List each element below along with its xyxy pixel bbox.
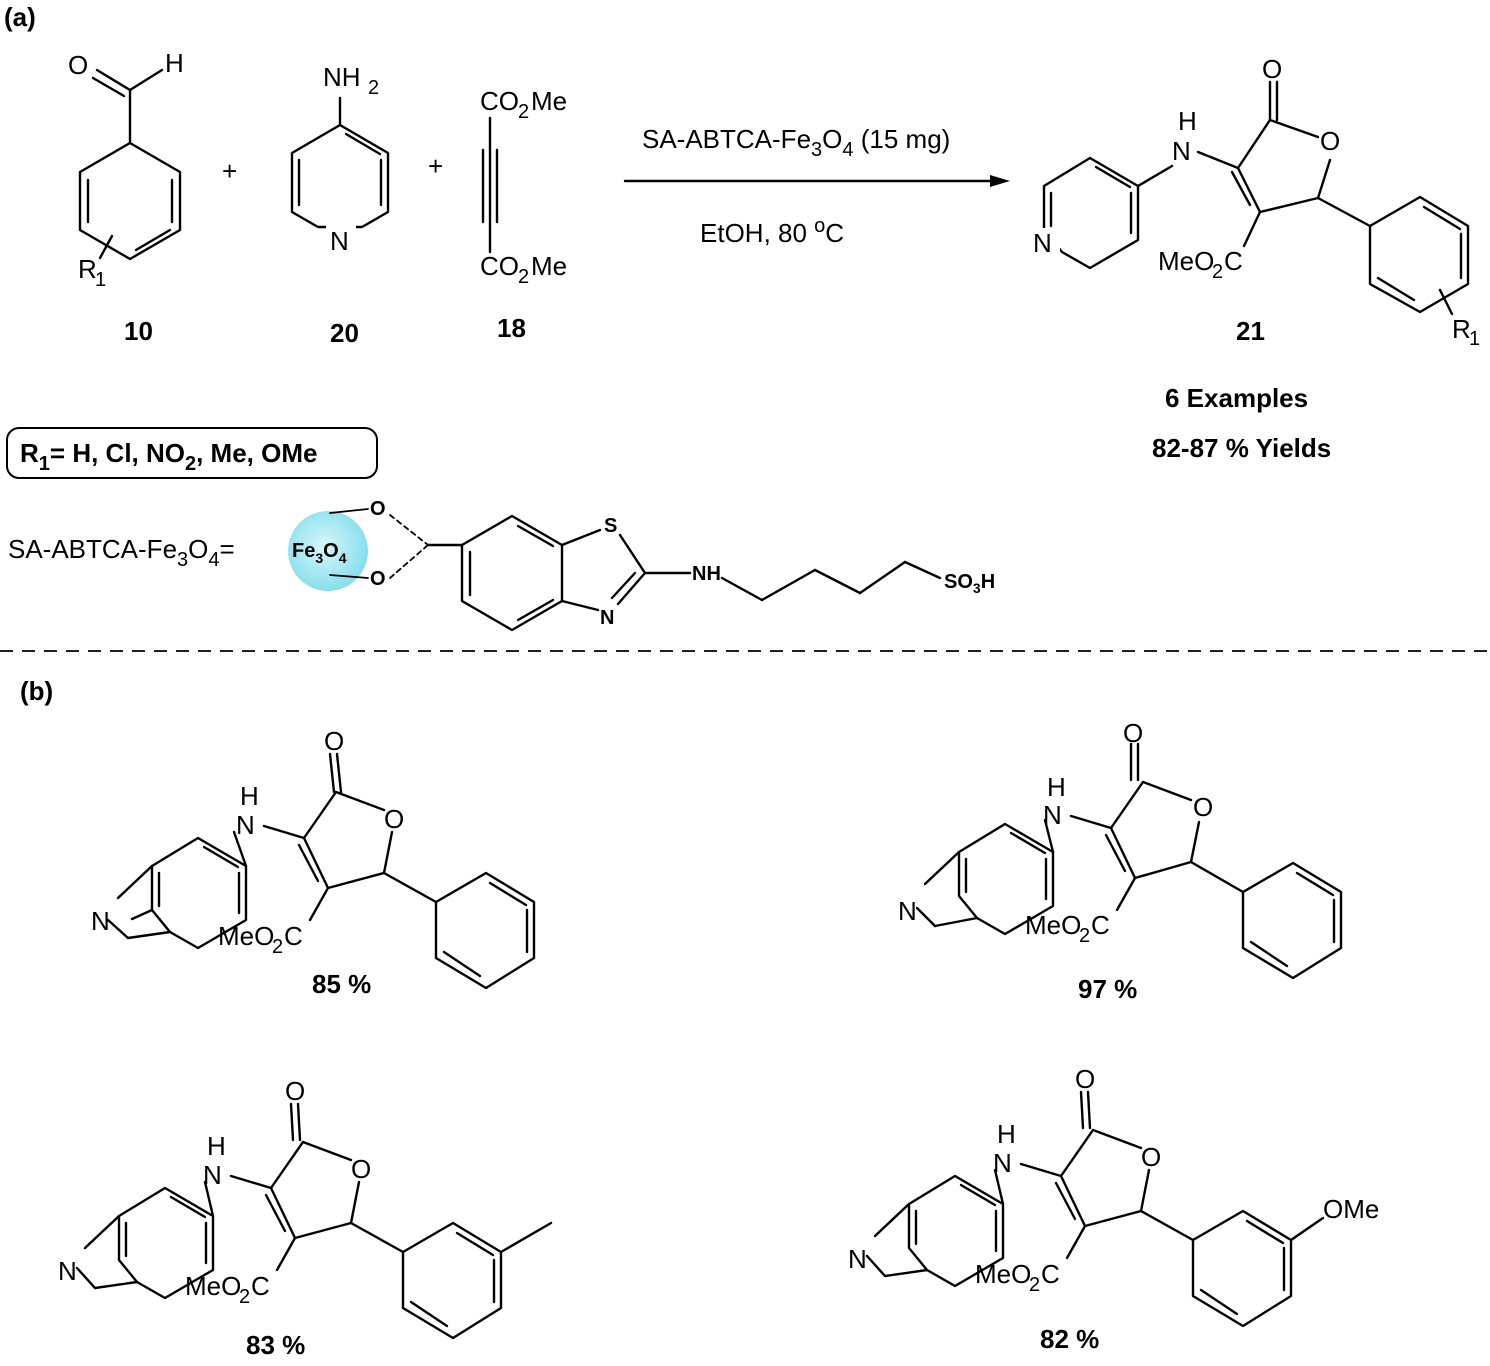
product-3-yield: 83 % [246, 1330, 305, 1360]
svg-text:2: 2 [368, 77, 379, 99]
product-2-structure: N N H O O MeO 2 C [898, 718, 1343, 980]
compound-21-structure: N N H O O MeO 2 C R 1 [1030, 54, 1480, 350]
svg-text:2: 2 [518, 101, 529, 123]
svg-text:C: C [1091, 910, 1110, 940]
product-4-structure: N N H O O MeO 2 C OMe [848, 1064, 1379, 1328]
svg-text:MeO: MeO [975, 1259, 1031, 1289]
svg-text:O: O [370, 568, 386, 590]
svg-text:N: N [1043, 800, 1062, 830]
product-1-yield: 85 % [312, 969, 371, 999]
svg-text:N: N [58, 1256, 77, 1286]
svg-text:R: R [78, 254, 97, 284]
svg-text:O: O [68, 50, 88, 80]
panel-a-label: (a) [4, 2, 36, 32]
svg-text:N: N [1033, 228, 1052, 258]
svg-text:NH: NH [323, 62, 361, 92]
svg-text:C: C [251, 1271, 270, 1301]
svg-text:CO: CO [480, 86, 519, 116]
fe3o4-nanoparticle [288, 511, 368, 591]
svg-text:2: 2 [518, 266, 529, 288]
panel-b-label: (b) [20, 676, 53, 706]
conditions-catalyst: SA-ABTCA-Fe3O4 (15 mg) [642, 124, 950, 161]
svg-text:SO3H: SO3H [944, 571, 995, 596]
svg-text:H: H [1178, 106, 1197, 136]
svg-text:OMe: OMe [1323, 1194, 1379, 1224]
svg-text:O: O [1141, 1142, 1161, 1172]
svg-text:2: 2 [1029, 1274, 1040, 1296]
svg-text:C: C [1041, 1259, 1060, 1289]
substituent-list: R1= H, Cl, NO2, Me, OMe [20, 438, 317, 475]
svg-text:H: H [240, 781, 259, 811]
svg-text:H: H [207, 1131, 226, 1161]
svg-text:O: O [1262, 54, 1282, 84]
svg-text:Me: Me [531, 251, 567, 281]
substituent-box [6, 427, 378, 479]
svg-text:N: N [993, 1148, 1012, 1178]
svg-text:MeO: MeO [1025, 910, 1081, 940]
svg-text:CO: CO [480, 251, 519, 281]
svg-text:H: H [1047, 772, 1066, 802]
svg-text:Me: Me [531, 86, 567, 116]
product-4-yield: 82 % [1040, 1324, 1099, 1354]
svg-text:N: N [1172, 136, 1191, 166]
product-3-structure: N N H O O MeO 2 C [58, 1076, 553, 1340]
svg-text:N: N [898, 896, 917, 926]
svg-text:S: S [604, 515, 617, 537]
yield-range: 82-87 % Yields [1152, 433, 1331, 463]
svg-text:MeO: MeO [185, 1271, 241, 1301]
svg-text:1: 1 [95, 269, 106, 291]
conditions-solvent-temperature: EtOH, 80 oC [700, 215, 844, 248]
svg-text:O: O [1075, 1064, 1095, 1094]
svg-text:H: H [997, 1119, 1016, 1149]
svg-text:O: O [1123, 718, 1143, 748]
product-1-structure: N N H O O MeO 2 C [88, 726, 536, 990]
svg-text:MeO: MeO [1158, 246, 1214, 276]
svg-text:O: O [351, 1154, 371, 1184]
catalyst-label: SA-ABTCA-Fe3O4= [8, 534, 235, 571]
svg-text:2: 2 [272, 936, 283, 958]
plus-sign-1: + [222, 156, 237, 186]
product-2-yield: 97 % [1078, 974, 1137, 1004]
catalyst-structure: Fe3O4 O O S N NH SO3H [288, 498, 995, 632]
svg-text:2: 2 [1079, 925, 1090, 947]
plus-sign-2: + [428, 151, 443, 181]
svg-text:N: N [848, 1244, 867, 1274]
svg-text:N: N [91, 906, 110, 936]
compound-21-label: 21 [1236, 316, 1265, 346]
svg-text:O: O [370, 498, 386, 520]
svg-text:O: O [324, 726, 344, 756]
svg-text:C: C [1224, 246, 1243, 276]
svg-text:2: 2 [239, 1286, 250, 1308]
svg-text:R: R [1452, 314, 1471, 344]
svg-text:NH: NH [692, 563, 721, 585]
svg-text:O: O [285, 1076, 305, 1106]
svg-text:1: 1 [1469, 328, 1480, 350]
svg-text:2: 2 [1212, 261, 1223, 283]
examples-count: 6 Examples [1165, 383, 1308, 413]
compound-20-label: 20 [330, 318, 359, 348]
svg-text:N: N [330, 226, 349, 256]
compound-18-label: 18 [497, 313, 526, 343]
svg-text:C: C [284, 921, 303, 951]
svg-text:O: O [1320, 126, 1340, 156]
svg-text:O: O [384, 804, 404, 834]
svg-text:O: O [1193, 792, 1213, 822]
svg-text:N: N [203, 1160, 222, 1190]
compound-18-structure: CO 2 Me CO 2 Me [480, 86, 567, 288]
compound-10-label: 10 [124, 316, 153, 346]
svg-text:MeO: MeO [218, 921, 274, 951]
compound-20-structure: N NH 2 [290, 62, 390, 256]
svg-text:N: N [236, 810, 255, 840]
svg-text:H: H [165, 48, 184, 78]
compound-10-structure: O H R 1 [68, 48, 184, 291]
svg-text:Fe3O4: Fe3O4 [292, 540, 347, 566]
svg-text:N: N [600, 607, 614, 629]
